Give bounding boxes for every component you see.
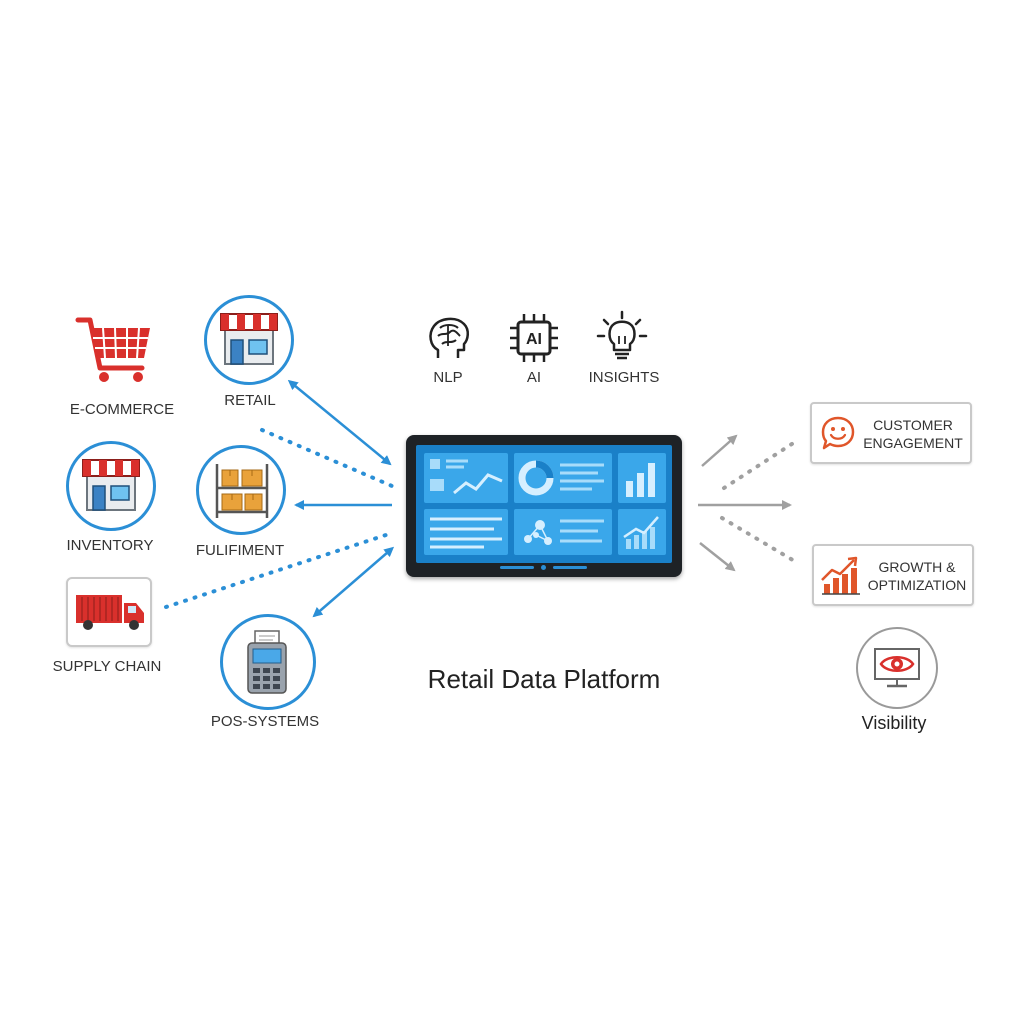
tablet-home-bar bbox=[500, 565, 588, 570]
outcome-label-visibility: Visibility bbox=[861, 713, 927, 733]
ai-chip-icon: AI bbox=[510, 314, 558, 362]
eye-monitor-icon bbox=[874, 648, 920, 688]
arrow-retail bbox=[287, 379, 392, 466]
arrow-out-up-small bbox=[701, 434, 738, 467]
capability-label-ai: AI bbox=[526, 369, 542, 386]
warehouse-shelf-icon bbox=[215, 464, 269, 518]
table-lines-icon bbox=[430, 517, 502, 549]
dashboard-tile-trend bbox=[618, 509, 666, 555]
source-label-supply-chain: SUPPLY CHAIN bbox=[52, 658, 162, 675]
growth-optimization-box[interactable]: GROWTH & OPTIMIZATION bbox=[812, 544, 974, 606]
supply-chain-node[interactable] bbox=[66, 577, 152, 647]
dashboard-screen bbox=[416, 445, 672, 563]
arrow-supply-chain bbox=[164, 531, 394, 609]
storefront-icon bbox=[220, 313, 278, 365]
retail-node[interactable] bbox=[204, 295, 294, 385]
dashboard-tile-table bbox=[424, 509, 508, 555]
source-label-fulfilment: FULIFIMENT bbox=[195, 542, 285, 559]
dashboard-tile-network bbox=[514, 509, 612, 555]
dashboard-tile-bar-chart bbox=[618, 453, 666, 503]
growth-label-line2: OPTIMIZATION bbox=[867, 577, 967, 593]
growth-chart-icon bbox=[821, 556, 860, 595]
capability-label-nlp: NLP bbox=[433, 369, 463, 386]
arrow-dotted-upper bbox=[260, 428, 394, 488]
bar-chart-icon bbox=[626, 463, 655, 497]
capability-label-insights: INSIGHTS bbox=[588, 369, 660, 386]
platform-title: Retail Data Platform bbox=[427, 664, 661, 694]
storefront-icon bbox=[82, 459, 140, 511]
shopping-cart-icon bbox=[75, 317, 150, 382]
fulfilment-node[interactable] bbox=[196, 445, 286, 535]
trend-chart-icon bbox=[623, 516, 659, 549]
smiley-chat-icon bbox=[821, 416, 855, 450]
arrow-out-growth bbox=[720, 516, 798, 564]
ai-chip-text: AI bbox=[526, 331, 542, 348]
arrow-out-down-small bbox=[699, 542, 736, 572]
pos-systems-node[interactable] bbox=[220, 614, 316, 710]
inventory-node[interactable] bbox=[66, 441, 156, 531]
delivery-truck-icon bbox=[76, 595, 144, 630]
brain-head-icon bbox=[429, 317, 469, 358]
source-label-ecommerce: E-COMMERCE bbox=[69, 401, 175, 418]
network-icon bbox=[524, 519, 604, 545]
source-label-retail: RETAIL bbox=[224, 392, 276, 409]
engagement-label-line2: ENGAGEMENT bbox=[863, 435, 963, 451]
pos-terminal-icon bbox=[247, 630, 287, 694]
engagement-label-line1: CUSTOMER bbox=[873, 417, 953, 433]
retail-data-platform-device[interactable] bbox=[406, 435, 682, 577]
dashboard-tile-donut bbox=[514, 453, 612, 503]
donut-chart-icon bbox=[518, 460, 604, 496]
lightbulb-icon bbox=[596, 310, 648, 360]
arrow-pos bbox=[312, 546, 395, 618]
dashboard-tile-area-chart bbox=[424, 453, 508, 503]
visibility-node[interactable] bbox=[856, 627, 938, 709]
source-label-inventory: INVENTORY bbox=[66, 537, 154, 554]
area-chart-icon bbox=[430, 459, 503, 495]
growth-label-line1: GROWTH & bbox=[878, 559, 956, 575]
source-label-pos-systems: POS-SYSTEMS bbox=[210, 713, 320, 730]
arrow-out-engagement bbox=[722, 438, 800, 490]
customer-engagement-box[interactable]: CUSTOMER ENGAGEMENT bbox=[810, 402, 972, 464]
